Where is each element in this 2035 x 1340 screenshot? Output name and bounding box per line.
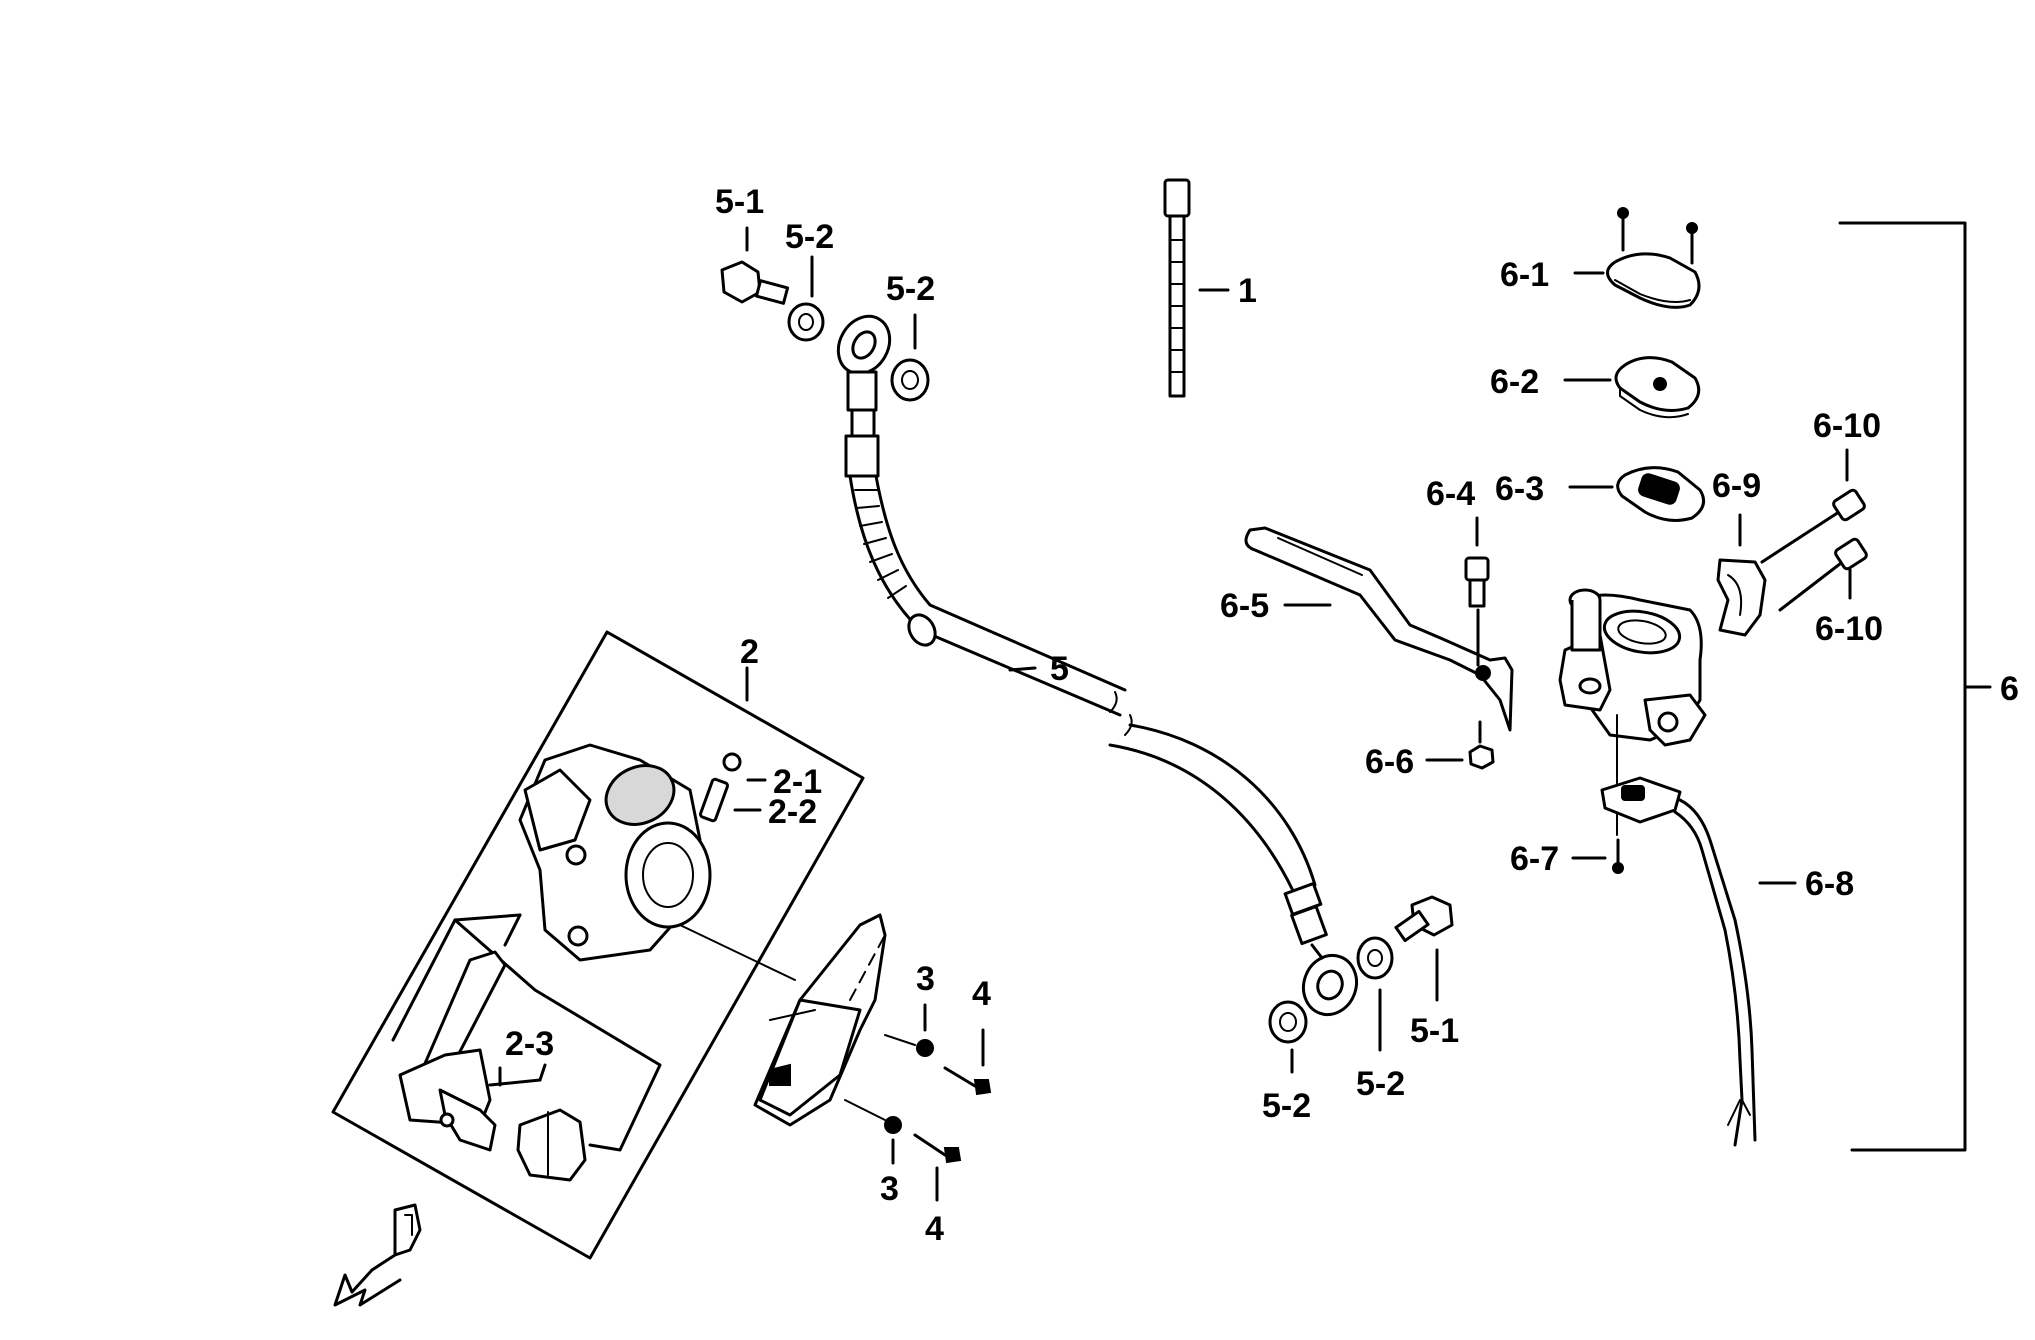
label-part-5-2-bottom-a: 5-2 (1356, 1065, 1405, 1103)
assembly-bracket-6 (1838, 221, 1992, 1152)
label-part-5-1-top: 5-1 (715, 183, 764, 221)
label-part-6-5: 6-5 (1220, 587, 1269, 625)
label-part-6-2: 6-2 (1490, 363, 1539, 401)
cable-tie (1163, 178, 1230, 398)
brake-pad-frame (391, 913, 662, 1152)
brake-hose (836, 314, 1358, 1017)
label-part-4-upper: 4 (972, 975, 991, 1013)
bleeder-screw (698, 777, 762, 823)
washer-part-3-upper (884, 1003, 934, 1057)
label-part-2-3: 2-3 (505, 1025, 554, 1063)
label-part-6-1: 6-1 (1500, 256, 1549, 294)
label-part-1: 1 (1238, 272, 1257, 310)
label-part-6-9: 6-9 (1712, 467, 1761, 505)
brake-caliper (518, 743, 796, 981)
label-part-6-8: 6-8 (1805, 865, 1854, 903)
label-part-2-1: 2-1 (773, 763, 822, 801)
washer-upper-a (787, 255, 825, 342)
caliper-bracket (753, 913, 887, 1127)
label-part-6-3: 6-3 (1495, 470, 1544, 508)
caliper-assembly-frame (331, 630, 865, 1260)
label-part-6-6: 6-6 (1365, 743, 1414, 781)
washer-part-3-lower (844, 1099, 902, 1165)
brake-pad-right (488, 1063, 587, 1182)
label-part-5: 5 (1050, 650, 1069, 688)
bolt-part-4-upper (943, 1028, 992, 1096)
switch-screw (1571, 714, 1624, 874)
label-part-6-10-upper: 6-10 (1813, 407, 1881, 445)
washer-upper-b (890, 313, 930, 402)
label-part-3-lower: 3 (880, 1170, 899, 1208)
clamp-bolt-lower (1778, 537, 1868, 612)
bolt-part-4-lower (913, 1133, 962, 1202)
master-cylinder-body (1558, 588, 1707, 747)
banjo-bolt-lower (1394, 895, 1454, 1002)
washer-lower-a (1356, 936, 1394, 1052)
reservoir-plate (1563, 356, 1701, 419)
handlebar-clamp (1716, 513, 1767, 637)
label-part-5-2-top-b: 5-2 (886, 270, 935, 308)
brake-lever (1244, 526, 1514, 732)
clamp-bolt-upper (1760, 448, 1866, 564)
bleeder-cap (722, 752, 767, 782)
banjo-bolt-upper (720, 226, 790, 305)
label-part-5-1-bottom: 5-1 (1410, 1012, 1459, 1050)
brake-pad-left (398, 950, 507, 1152)
washer-lower-b (1268, 1000, 1308, 1074)
diaphragm (1568, 466, 1706, 522)
label-part-5-2-bottom-b: 5-2 (1262, 1087, 1311, 1125)
front-arrow-icon (333, 1203, 422, 1307)
lever-pivot-nut (1425, 720, 1495, 770)
label-part-6-7: 6-7 (1510, 840, 1559, 878)
label-part-4-lower: 4 (925, 1210, 944, 1248)
label-part-2: 2 (740, 633, 759, 671)
brake-light-switch (1600, 776, 1797, 1147)
lever-pivot-bolt (1464, 516, 1490, 608)
label-part-3-upper: 3 (916, 960, 935, 998)
label-part-6-10-lower: 6-10 (1815, 610, 1883, 648)
reservoir-cap (1573, 207, 1701, 309)
label-part-6-4: 6-4 (1426, 475, 1475, 513)
label-part-2-2: 2-2 (768, 793, 817, 831)
label-part-6: 6 (2000, 670, 2019, 708)
label-part-5-2-top-a: 5-2 (785, 218, 834, 256)
